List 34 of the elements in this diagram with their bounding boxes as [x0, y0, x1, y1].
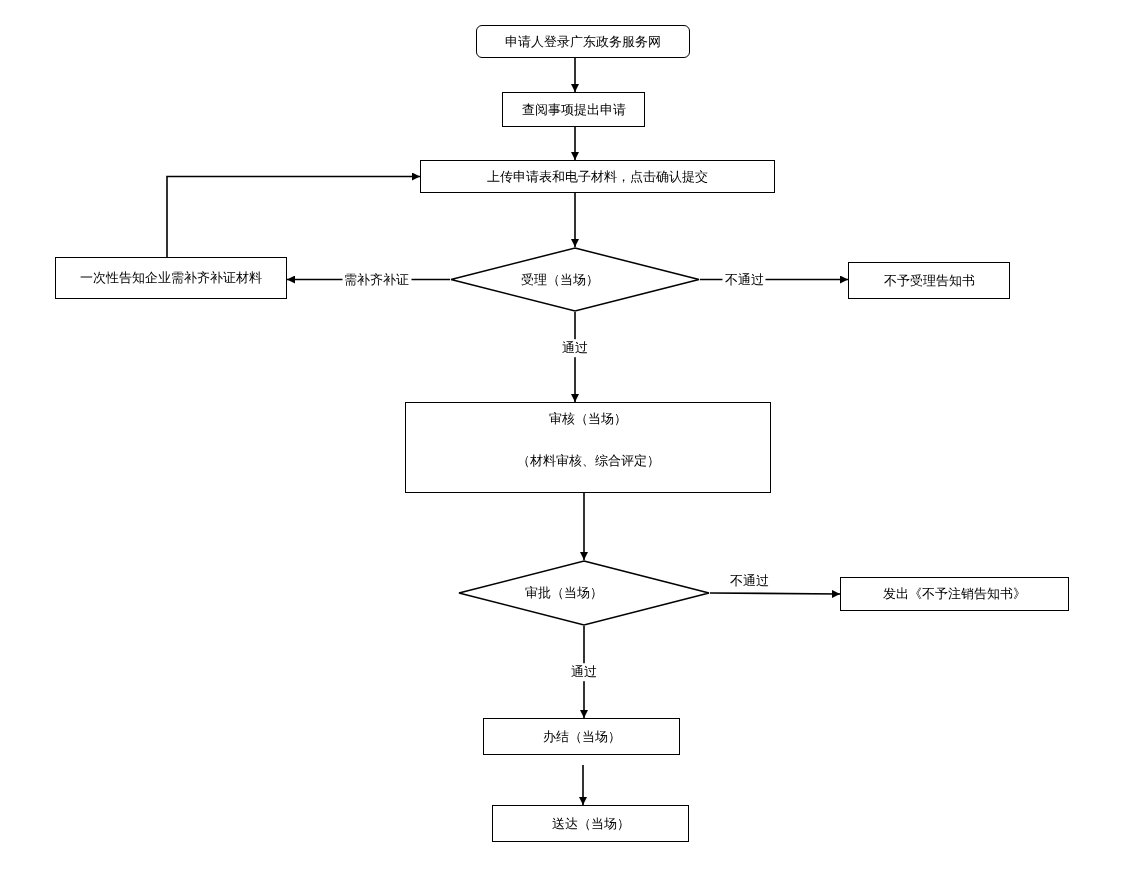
- step-text: 审批（当场）: [525, 585, 603, 601]
- process-box: [502, 92, 645, 127]
- step-text: 送达（当场）: [551, 815, 630, 832]
- step-text: （材料审核、综合评定）: [516, 452, 660, 469]
- decision-diamond: [458, 560, 710, 626]
- step-text: 审核（当场）: [549, 411, 627, 427]
- process-box: [840, 577, 1069, 611]
- step-text: 申请人登录广东政务服务网: [505, 33, 661, 50]
- step-text: 不予受理告知书: [883, 272, 975, 289]
- step-text: 查阅事项提出申请: [521, 101, 626, 118]
- process-box: [848, 262, 1010, 299]
- step-text: 上传申请表和电子材料，点击确认提交: [487, 168, 708, 185]
- step-text: 受理（当场）: [521, 271, 599, 288]
- arrow: [571, 57, 579, 93]
- arrow: [579, 764, 587, 806]
- step-text: 发出《不予注销告知书》: [883, 586, 1026, 602]
- edge-label: 通过: [560, 339, 590, 357]
- step-text: 一次性告知企业需补齐补证材料: [80, 270, 262, 286]
- arrow: [571, 126, 579, 161]
- step-text: 办结（当场）: [542, 728, 621, 745]
- edge-label: 通过: [569, 663, 599, 681]
- process-box: [55, 257, 287, 299]
- arrow: [709, 589, 841, 598]
- process-box: [420, 160, 775, 193]
- process-box: [405, 402, 771, 493]
- process-box: [492, 805, 689, 842]
- edge-label: 不通过: [722, 270, 766, 289]
- start-box: [476, 25, 690, 58]
- arrow: [166, 172, 421, 258]
- arrow: [580, 492, 588, 561]
- decision-diamond: [450, 247, 700, 312]
- edge-label: 需补齐补证: [342, 270, 412, 289]
- arrow: [571, 192, 579, 248]
- process-box: [483, 718, 680, 755]
